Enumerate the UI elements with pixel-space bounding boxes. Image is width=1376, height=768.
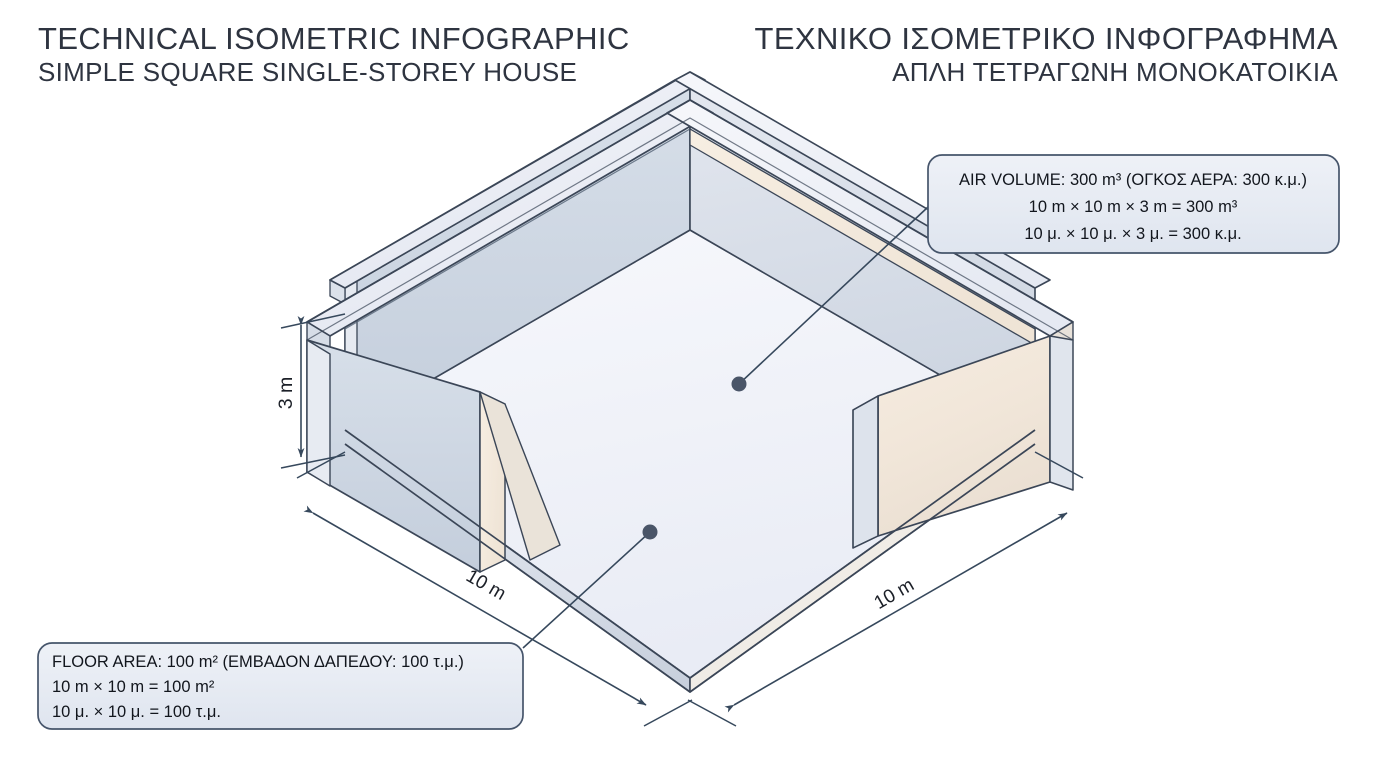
floor-area-line3: 10 μ. × 10 μ. = 100 τ.μ.	[52, 703, 221, 721]
floor-area-leader-line	[522, 531, 651, 649]
air-volume-leader-dot	[731, 376, 747, 392]
title-english-line1: TECHNICAL ISOMETRIC INFOGRAPHIC	[38, 21, 630, 56]
width-left-ext-start	[296, 451, 346, 479]
floor-area-line2: 10 m × 10 m = 100 m²	[52, 678, 215, 696]
title-greek-line2: ΑΠΛΗ ΤΕΤΡΑΓΩΝΗ ΜΟΝΟΚΑΤΟΙΚΙΑ	[892, 57, 1338, 88]
title-greek-line1: ΤΕΧΝΙΚΟ ΙΣΟΜΕΤΡΙΚΟ ΙΝΦΟΓΡΑΦΗΜΑ	[754, 21, 1338, 56]
wall-front-right-edge	[1049, 335, 1074, 491]
air-volume-line2: 10 m × 10 m × 3 m = 300 m³	[1029, 198, 1238, 216]
width-right-dimension-line	[724, 512, 1068, 713]
air-volume-line3: 10 μ. × 10 μ. × 3 μ. = 300 κ.μ.	[1024, 225, 1241, 243]
height-ext-top	[280, 313, 346, 329]
air-volume-callout-group: AIR VOLUME: 300 m³ (ΟΓΚΟΣ ΑΕΡΑ: 300 κ.μ.…	[731, 154, 1340, 392]
height-dimension-label: 3 m	[275, 377, 297, 410]
width-left-dimension-line	[303, 505, 647, 706]
dimension-layer	[280, 313, 1084, 727]
width-right-ext-start	[687, 699, 737, 727]
wall-front-right-cut-warm	[852, 395, 879, 549]
wall-front-left-inner-sliver	[306, 339, 331, 487]
floor-area-line1: FLOOR AREA: 100 m² (ΕΜΒΑΔΟΝ ΔΑΠΕΔΟΥ: 100…	[52, 653, 464, 671]
title-block-greek: ΤΕΧΝΙΚΟ ΙΣΟΜΕΤΡΙΚΟ ΙΝΦΟΓΡΑΦΗΜΑ ΑΠΛΗ ΤΕΤΡ…	[754, 22, 1338, 88]
width-right-ext-end	[1034, 451, 1084, 479]
floor-area-callout-group: FLOOR AREA: 100 m² (ΕΜΒΑΔΟΝ ΔΑΠΕΔΟΥ: 100…	[37, 524, 658, 730]
air-volume-leader-line	[738, 206, 929, 385]
floor-area-callout-box[interactable]	[37, 642, 524, 730]
air-volume-line1: AIR VOLUME: 300 m³ (ΟΓΚΟΣ ΑΕΡΑ: 300 κ.μ.…	[959, 171, 1307, 189]
floor-area-leader-dot	[642, 524, 658, 540]
air-volume-callout-box[interactable]	[927, 154, 1340, 254]
title-block-english: TECHNICAL ISOMETRIC INFOGRAPHIC SIMPLE S…	[38, 22, 630, 88]
title-english-line2: SIMPLE SQUARE SINGLE-STOREY HOUSE	[38, 57, 578, 88]
width-left-ext-end	[643, 699, 693, 727]
